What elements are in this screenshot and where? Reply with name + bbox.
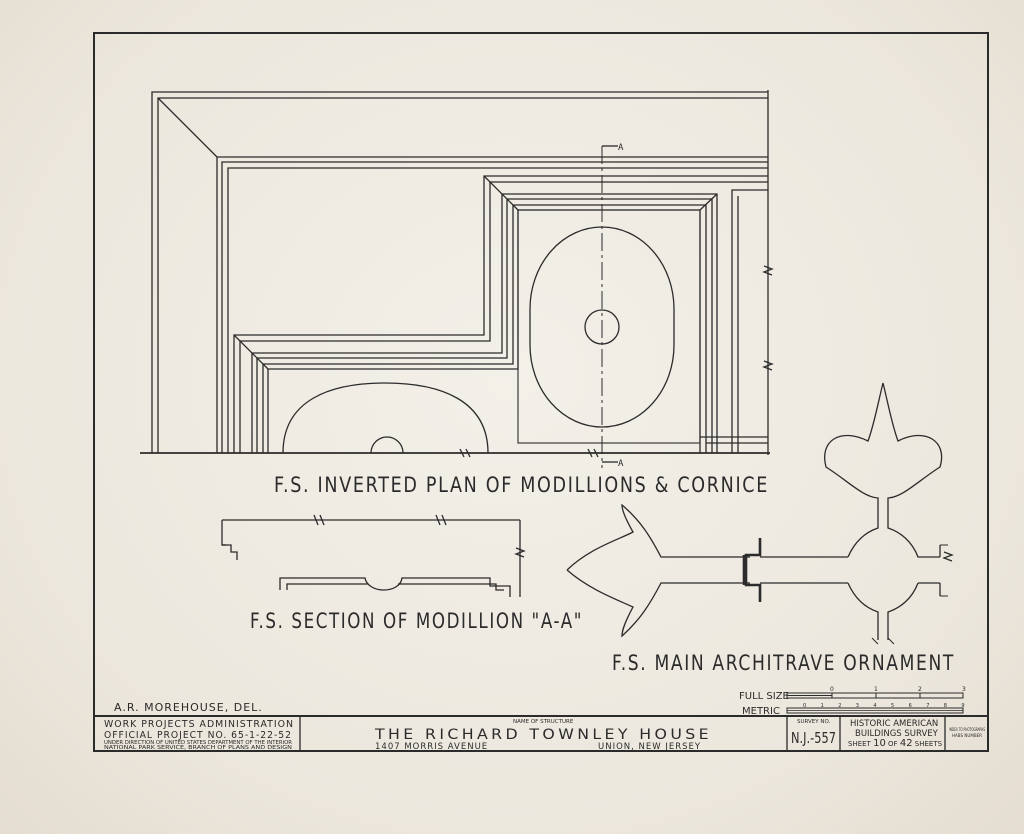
scale-inch-tick-label: 3 (962, 686, 966, 693)
agency-line-2: OFFICIAL PROJECT NO. 65-1-22-52 (104, 730, 292, 741)
scale-metric-tick-label: 7 (926, 703, 929, 709)
photo-index-line-2: HABS NUMBER (952, 733, 982, 738)
survey-name-line-2: BUILDINGS SURVEY (855, 729, 939, 739)
graphic-scale (786, 692, 964, 714)
structure-city: UNION, NEW JERSEY (598, 742, 701, 752)
section-mark-bottom: A (618, 459, 624, 469)
scale-tick-labels: 0 1 2 3 0 1 2 3 4 5 6 7 8 9 (803, 686, 966, 709)
survey-name-line-1: HISTORIC AMERICAN (850, 719, 938, 729)
survey-no-label: SURVEY NO. (797, 719, 831, 725)
title-block-frame (94, 715, 988, 751)
scale-metric-tick-label: 0 (803, 703, 806, 709)
section-mark-top: A (618, 143, 624, 153)
inverted-plan-drawing (140, 90, 774, 468)
structure-label: NAME OF STRUCTURE (513, 719, 574, 725)
scale-inch-tick-label: 0 (830, 686, 834, 693)
scale-metric-tick-label: 6 (909, 703, 912, 709)
modillion-section-drawing (221, 514, 526, 597)
photo-index-line-1: INDEX TO PHOTOGRAPHS (949, 727, 985, 732)
scale-metric-tick-label: 9 (961, 703, 964, 709)
delineator-credit: A.R. MOREHOUSE, DEL. (114, 701, 263, 714)
scale-metric-label: METRIC (742, 706, 780, 717)
scale-metric-tick-label: 2 (838, 703, 841, 709)
scale-full-size-label: FULL SIZE (739, 691, 789, 702)
architrave-ornament-drawing (566, 382, 954, 645)
sheet-count: SHEET 10 OF 42 SHEETS (848, 738, 943, 749)
scale-metric-tick-label: 1 (821, 703, 824, 709)
structure-address: 1407 MORRIS AVENUE (375, 742, 488, 752)
survey-number: N.J.-557 (791, 729, 836, 747)
scale-metric-tick-label: 8 (944, 703, 947, 709)
agency-line-4: NATIONAL PARK SERVICE, BRANCH OF PLANS A… (104, 745, 293, 751)
agency-line-3: UNDER DIRECTION OF UNITED STATES DEPARTM… (104, 740, 293, 746)
scale-metric-tick-label: 3 (856, 703, 859, 709)
scale-inch-tick-label: 1 (874, 686, 878, 693)
architrave-ornament-title: F.S. MAIN ARCHITRAVE ORNAMENT (612, 651, 955, 675)
sheet-border (93, 32, 989, 752)
scale-inch-tick-label: 2 (918, 686, 922, 693)
scale-metric-tick-label: 5 (891, 703, 894, 709)
inverted-plan-title: F.S. INVERTED PLAN OF MODILLIONS & CORNI… (274, 473, 769, 497)
scale-metric-tick-label: 4 (873, 703, 876, 709)
agency-line-1: WORK PROJECTS ADMINISTRATION (104, 719, 294, 730)
modillion-section-title: F.S. SECTION OF MODILLION "A-A" (250, 609, 583, 633)
structure-name: THE RICHARD TOWNLEY HOUSE (374, 727, 712, 743)
